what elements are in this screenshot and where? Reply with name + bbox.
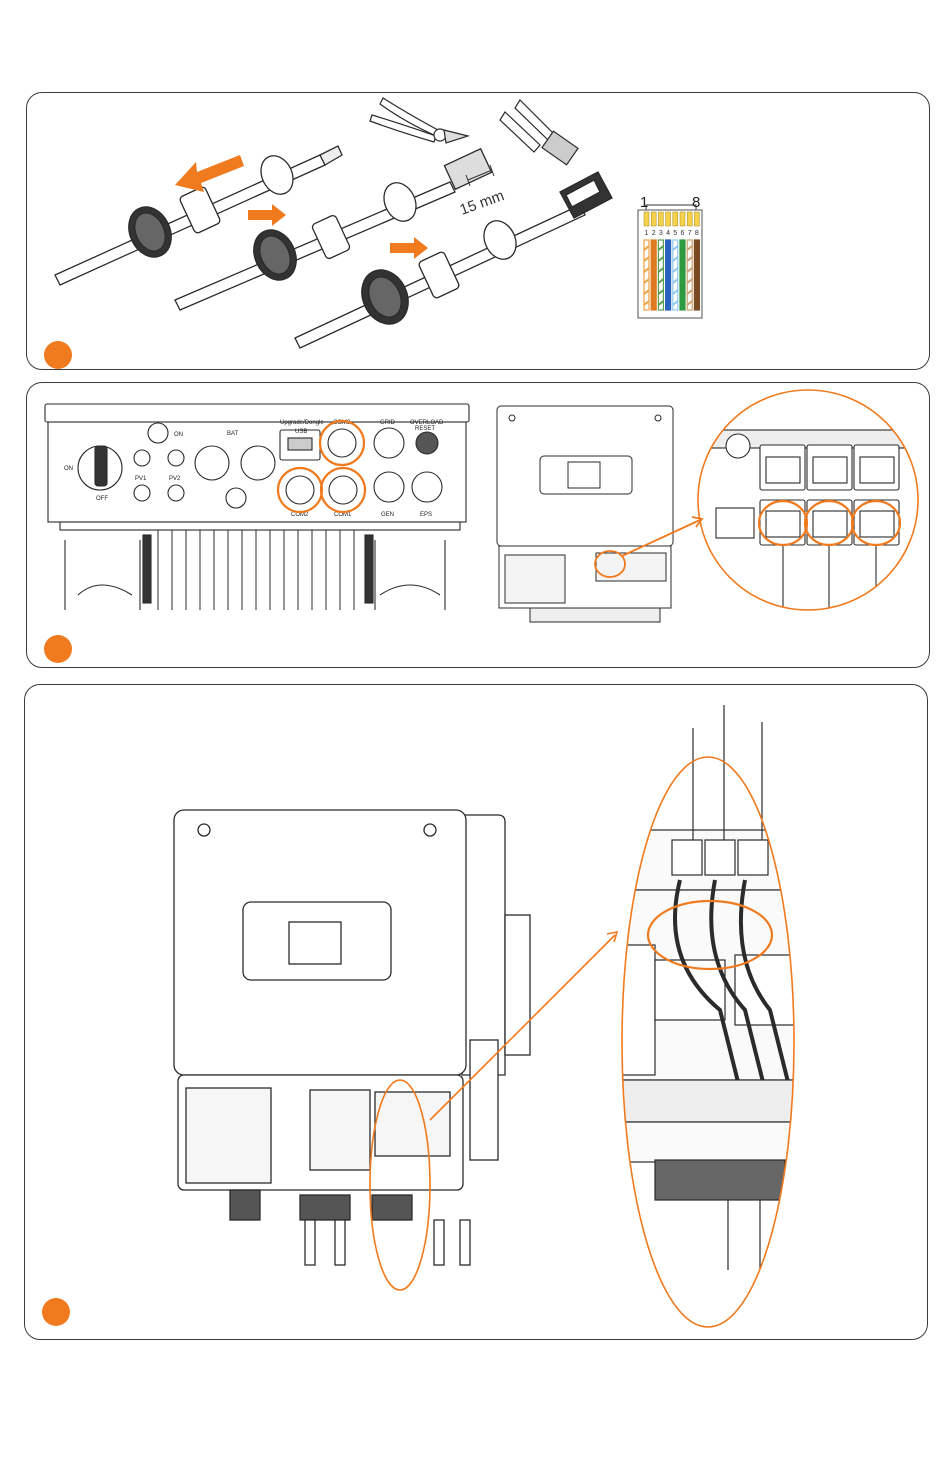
pin-first-label: 1 [640, 194, 648, 211]
step-3-marker [42, 1298, 70, 1326]
rj45-contact [644, 212, 649, 226]
step-3-panel [24, 684, 928, 1340]
rj45-pin-number: 8 [695, 230, 699, 237]
wire-stripper-icon [370, 98, 468, 143]
rj45-contact [673, 212, 678, 226]
rj45-pin-number: 5 [673, 230, 677, 237]
arrow-right-3 [390, 237, 428, 259]
rj45-contact [666, 212, 671, 226]
rj45-contact [680, 212, 685, 226]
rj45-pin-number: 7 [688, 230, 692, 237]
rj45-pin-number: 6 [681, 230, 685, 237]
arrow-left-large [175, 155, 244, 192]
rj45-pin-number: 1 [645, 230, 649, 237]
rj45-wire [680, 240, 685, 310]
rj45-wire [666, 240, 671, 310]
rj45-pin-number: 2 [652, 230, 656, 237]
rj45-wire [694, 240, 699, 310]
cable-assembly-3 [295, 172, 612, 348]
rj45-contact [687, 212, 692, 226]
strip-length-text: 15 mm [458, 187, 507, 219]
rj45-pin-number: 4 [666, 230, 670, 237]
rj45-pin-number: 3 [659, 230, 663, 237]
step-2-panel [26, 382, 930, 668]
rj45-wire [651, 240, 656, 310]
arrow-right-2 [248, 204, 286, 226]
cable-assembly-1 [55, 146, 342, 285]
rj45-contact [694, 212, 699, 226]
step-2-marker [44, 635, 72, 663]
rj45-contact [651, 212, 656, 226]
crimp-tool-icon [500, 100, 578, 165]
rj45-contact [658, 212, 663, 226]
